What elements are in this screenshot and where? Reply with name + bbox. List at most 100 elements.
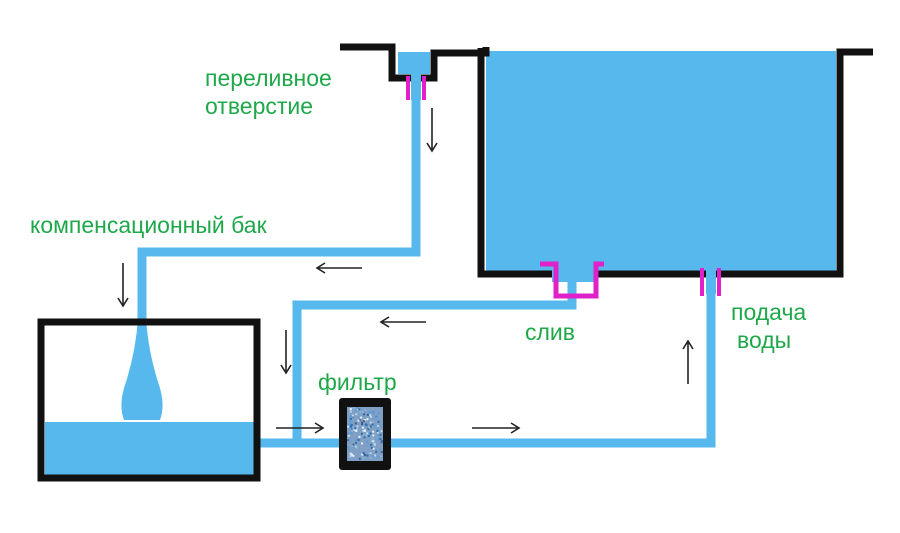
filter-speckle bbox=[372, 434, 375, 437]
filter-speckle bbox=[362, 452, 365, 454]
filter-speckle bbox=[357, 439, 360, 441]
filter-speckle bbox=[375, 416, 378, 419]
label-drain: слив bbox=[525, 319, 575, 345]
filter-speckle bbox=[379, 455, 382, 458]
filter-speckle bbox=[352, 443, 355, 446]
filter-speckle bbox=[349, 455, 352, 458]
filter-speckle bbox=[370, 446, 373, 449]
filter-speckle bbox=[377, 456, 380, 459]
filter-speckle bbox=[371, 440, 374, 443]
filter-speckle bbox=[358, 419, 361, 422]
filter-speckle bbox=[348, 434, 350, 437]
label-overflow-line2: отверстие bbox=[205, 93, 314, 119]
filter-speckle bbox=[354, 427, 357, 430]
filter-speckle bbox=[361, 442, 363, 445]
filter-speckle bbox=[347, 432, 349, 435]
filter-speckle bbox=[362, 433, 365, 436]
filter-speckle bbox=[368, 426, 371, 429]
filter-speckle bbox=[377, 431, 380, 434]
supply-inlet-water bbox=[706, 266, 716, 294]
filter-speckle bbox=[354, 445, 357, 448]
filter-speckle bbox=[348, 420, 351, 423]
filter-speckle bbox=[350, 424, 353, 427]
filter-speckle bbox=[364, 454, 366, 457]
filter-speckle bbox=[379, 423, 382, 426]
filter-speckle bbox=[362, 420, 365, 423]
filter-speckle bbox=[363, 419, 366, 421]
filter-speckle bbox=[380, 451, 383, 454]
filter-speckle bbox=[361, 453, 364, 456]
filter-speckle bbox=[377, 424, 380, 427]
label-overflow-line1: переливное bbox=[205, 65, 332, 91]
filter-speckle bbox=[380, 430, 383, 433]
label-supply-line2: воды bbox=[737, 327, 792, 353]
filter-speckle bbox=[349, 415, 352, 418]
filter-speckle bbox=[376, 429, 379, 432]
filter-speckle bbox=[362, 429, 365, 432]
filter-speckle bbox=[371, 423, 374, 426]
arrow-to-filter-right bbox=[276, 422, 325, 434]
filter-speckle bbox=[366, 413, 369, 416]
filter-speckle bbox=[347, 425, 350, 428]
filter-speckle bbox=[365, 440, 368, 443]
filter-speckle bbox=[350, 425, 352, 428]
filter-speckle bbox=[350, 431, 353, 434]
filter-speckle bbox=[354, 422, 357, 425]
compensation-tank bbox=[37, 318, 261, 482]
filter-speckle bbox=[356, 446, 359, 449]
filter-speckle bbox=[377, 420, 380, 423]
filter-speckle bbox=[362, 413, 365, 416]
filter-speckle bbox=[366, 418, 369, 421]
arrow-supply-up bbox=[682, 339, 694, 384]
supply-inlet-fitting bbox=[700, 266, 721, 296]
filter-speckle bbox=[355, 409, 358, 412]
filter-speckle bbox=[360, 416, 363, 419]
filter-speckle bbox=[373, 454, 376, 457]
filter-speckle bbox=[361, 426, 364, 429]
filter-speckle bbox=[366, 454, 369, 457]
filter-speckle bbox=[367, 435, 370, 438]
tank-walls bbox=[37, 318, 261, 482]
filter-speckle bbox=[356, 425, 359, 428]
pool-water bbox=[486, 51, 836, 273]
filter-speckle bbox=[358, 408, 361, 411]
pool-deck-gutter bbox=[340, 43, 490, 82]
arrow-return-left bbox=[315, 262, 362, 274]
filter-speckle bbox=[380, 440, 383, 442]
pipes bbox=[137, 98, 716, 448]
label-supply-line1: подача bbox=[731, 299, 807, 325]
filter-speckle bbox=[371, 437, 374, 440]
filter-speckle bbox=[351, 444, 354, 447]
filter-speckle bbox=[359, 411, 362, 413]
overflow-return-pipe bbox=[137, 98, 421, 330]
filter-speckle bbox=[347, 439, 350, 442]
filter-speckle bbox=[355, 439, 358, 441]
overflow-outlet-pipe bbox=[411, 72, 421, 100]
filter-speckle bbox=[379, 448, 382, 451]
filter-speckle bbox=[363, 410, 366, 413]
drain-fitting-frame bbox=[540, 261, 604, 299]
label-filter: фильтр bbox=[318, 369, 397, 395]
filter-speckle bbox=[372, 430, 375, 433]
filter-speckle bbox=[355, 430, 358, 432]
overflow-opening bbox=[398, 52, 430, 100]
filter-speckle bbox=[352, 407, 355, 410]
supply-pipe bbox=[252, 274, 716, 448]
filter-speckle bbox=[349, 408, 352, 411]
filter-speckle bbox=[348, 426, 351, 429]
pool-wall bbox=[477, 48, 873, 278]
filter-speckle bbox=[351, 414, 354, 417]
filter-speckle bbox=[362, 415, 365, 418]
filter-speckle bbox=[355, 441, 357, 444]
filter-speckle bbox=[372, 410, 375, 413]
filter-speckle bbox=[377, 434, 380, 437]
arrow-from-filter-right bbox=[472, 422, 521, 434]
filter-speckle bbox=[364, 423, 367, 426]
filter-speckle bbox=[349, 417, 352, 420]
filter-speckle bbox=[362, 410, 364, 413]
filter-speckle bbox=[352, 454, 355, 457]
filter-speckle bbox=[347, 423, 350, 426]
filter-speckle bbox=[377, 438, 380, 441]
filter-speckle bbox=[380, 441, 383, 444]
